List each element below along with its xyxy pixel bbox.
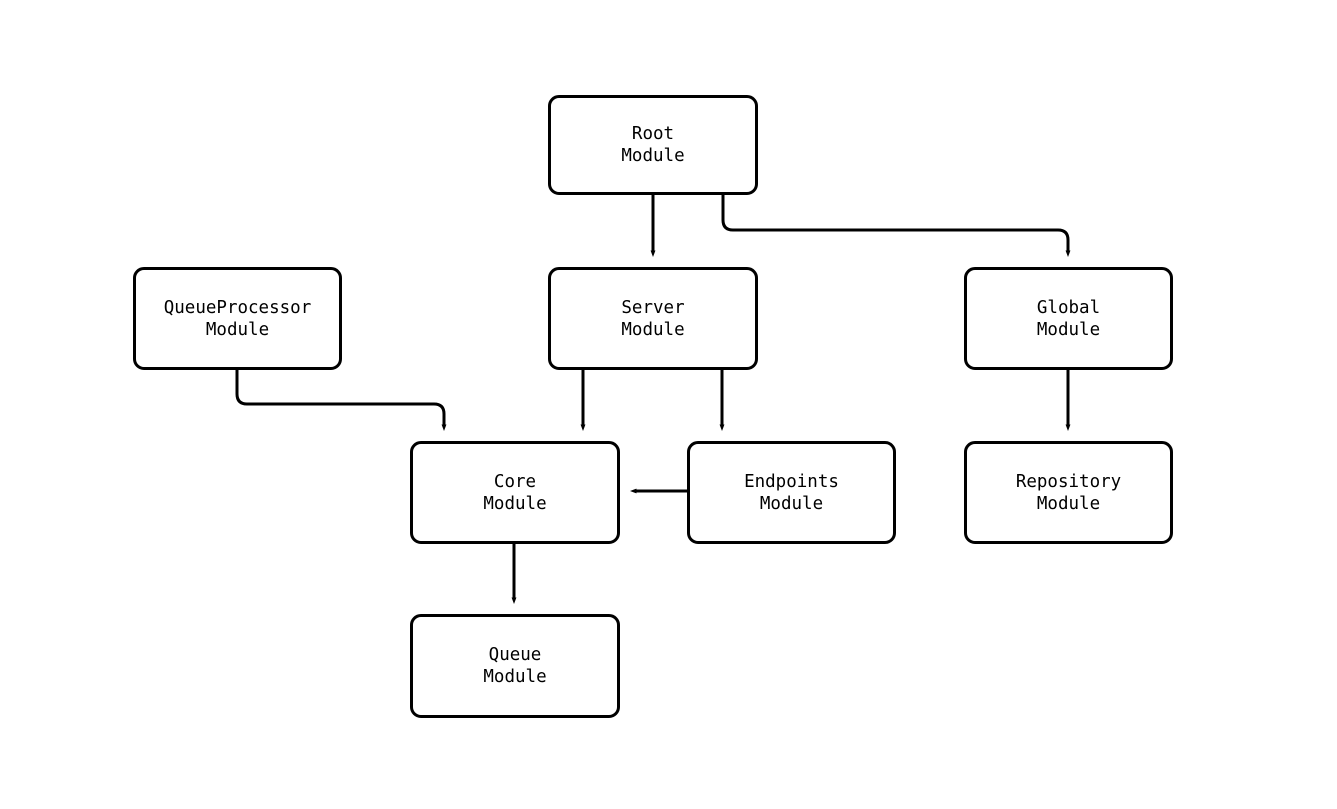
node-global-module[interactable]: Global Module bbox=[964, 267, 1173, 370]
node-global-module-line1: Global bbox=[1036, 297, 1101, 318]
node-queueprocessor-module-line1: QueueProcessor bbox=[163, 297, 312, 318]
node-repository-module-line1: Repository bbox=[1015, 471, 1122, 492]
node-core-module-line2: Module bbox=[483, 493, 547, 514]
node-server-module-line2: Module bbox=[621, 319, 685, 340]
node-repository-module[interactable]: Repository Module bbox=[964, 441, 1173, 544]
node-server-module-line1: Server bbox=[621, 297, 685, 318]
node-endpoints-module-line1: Endpoints bbox=[744, 471, 839, 492]
node-queueprocessor-module[interactable]: QueueProcessor Module bbox=[133, 267, 342, 370]
node-server-module[interactable]: Server Module bbox=[548, 267, 758, 370]
node-root-module[interactable]: Root Module bbox=[548, 95, 758, 195]
node-core-module-line1: Core bbox=[493, 471, 537, 492]
node-global-module-line2: Module bbox=[1036, 319, 1101, 340]
node-root-module-line1: Root bbox=[631, 124, 675, 144]
node-queueprocessor-module-line2: Module bbox=[205, 319, 270, 340]
node-root-module-line2: Module bbox=[621, 146, 685, 166]
node-core-module[interactable]: Core Module bbox=[410, 441, 620, 544]
node-queue-module[interactable]: Queue Module bbox=[410, 614, 620, 718]
node-queue-module-line2: Module bbox=[483, 667, 547, 687]
node-repository-module-line2: Module bbox=[1036, 493, 1101, 514]
node-endpoints-module[interactable]: Endpoints Module bbox=[687, 441, 896, 544]
node-queue-module-line1: Queue bbox=[488, 645, 542, 665]
edge-queueprocessor-to-core bbox=[235, 370, 444, 425]
edge-root-to-global bbox=[721, 195, 1068, 251]
node-endpoints-module-line2: Module bbox=[759, 493, 824, 514]
